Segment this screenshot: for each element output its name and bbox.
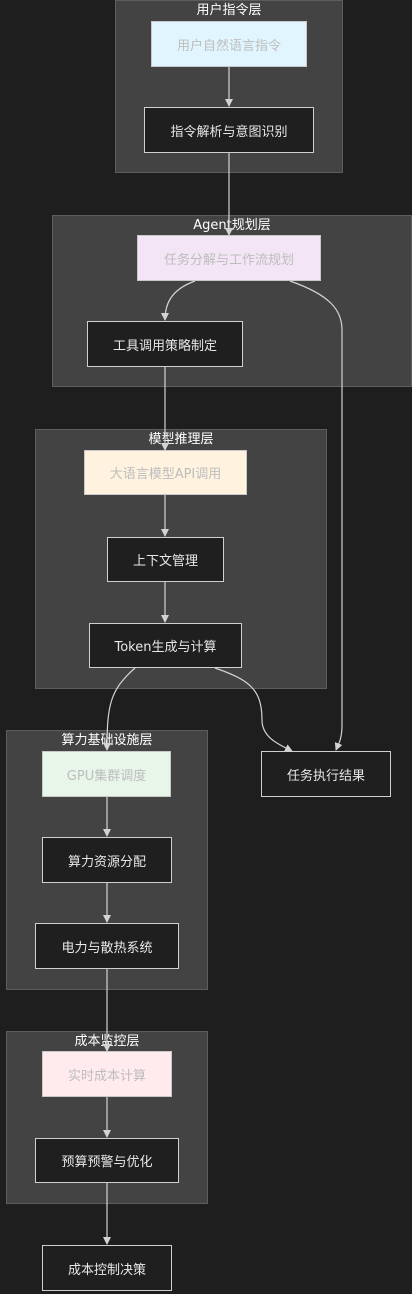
- edge-decompose-to-result: [289, 280, 343, 751]
- node-gpu-sched[interactable]: GPU集群调度: [42, 751, 171, 797]
- edge-decompose-to-tool: [161, 280, 196, 321]
- node-cost-calc[interactable]: 实时成本计算: [42, 1051, 172, 1097]
- node-budget-alert[interactable]: 预算预警与优化: [35, 1138, 179, 1183]
- node-llm-api[interactable]: 大语言模型API调用: [84, 450, 247, 495]
- layer-title-agent: Agent规划层: [193, 218, 271, 233]
- edge-token-to-result: [214, 667, 293, 752]
- node-task-result[interactable]: 任务执行结果: [261, 751, 391, 797]
- node-parse-intent[interactable]: 指令解析与意图识别: [144, 107, 314, 153]
- node-task-decompose[interactable]: 任务分解与工作流规划: [137, 235, 321, 281]
- node-tool-strategy[interactable]: 工具调用策略制定: [87, 321, 243, 367]
- node-token-gen[interactable]: Token生成与计算: [89, 623, 242, 668]
- node-power-cooling[interactable]: 电力与散热系统: [35, 923, 179, 969]
- node-context-mgmt[interactable]: 上下文管理: [107, 537, 224, 582]
- node-cost-decision[interactable]: 成本控制决策: [42, 1245, 172, 1291]
- node-user-instruction[interactable]: 用户自然语言指令: [151, 21, 307, 67]
- node-compute-alloc[interactable]: 算力资源分配: [42, 837, 172, 883]
- layer-title-user: 用户指令层: [196, 3, 262, 18]
- edge-token-to-gpu: [103, 667, 136, 751]
